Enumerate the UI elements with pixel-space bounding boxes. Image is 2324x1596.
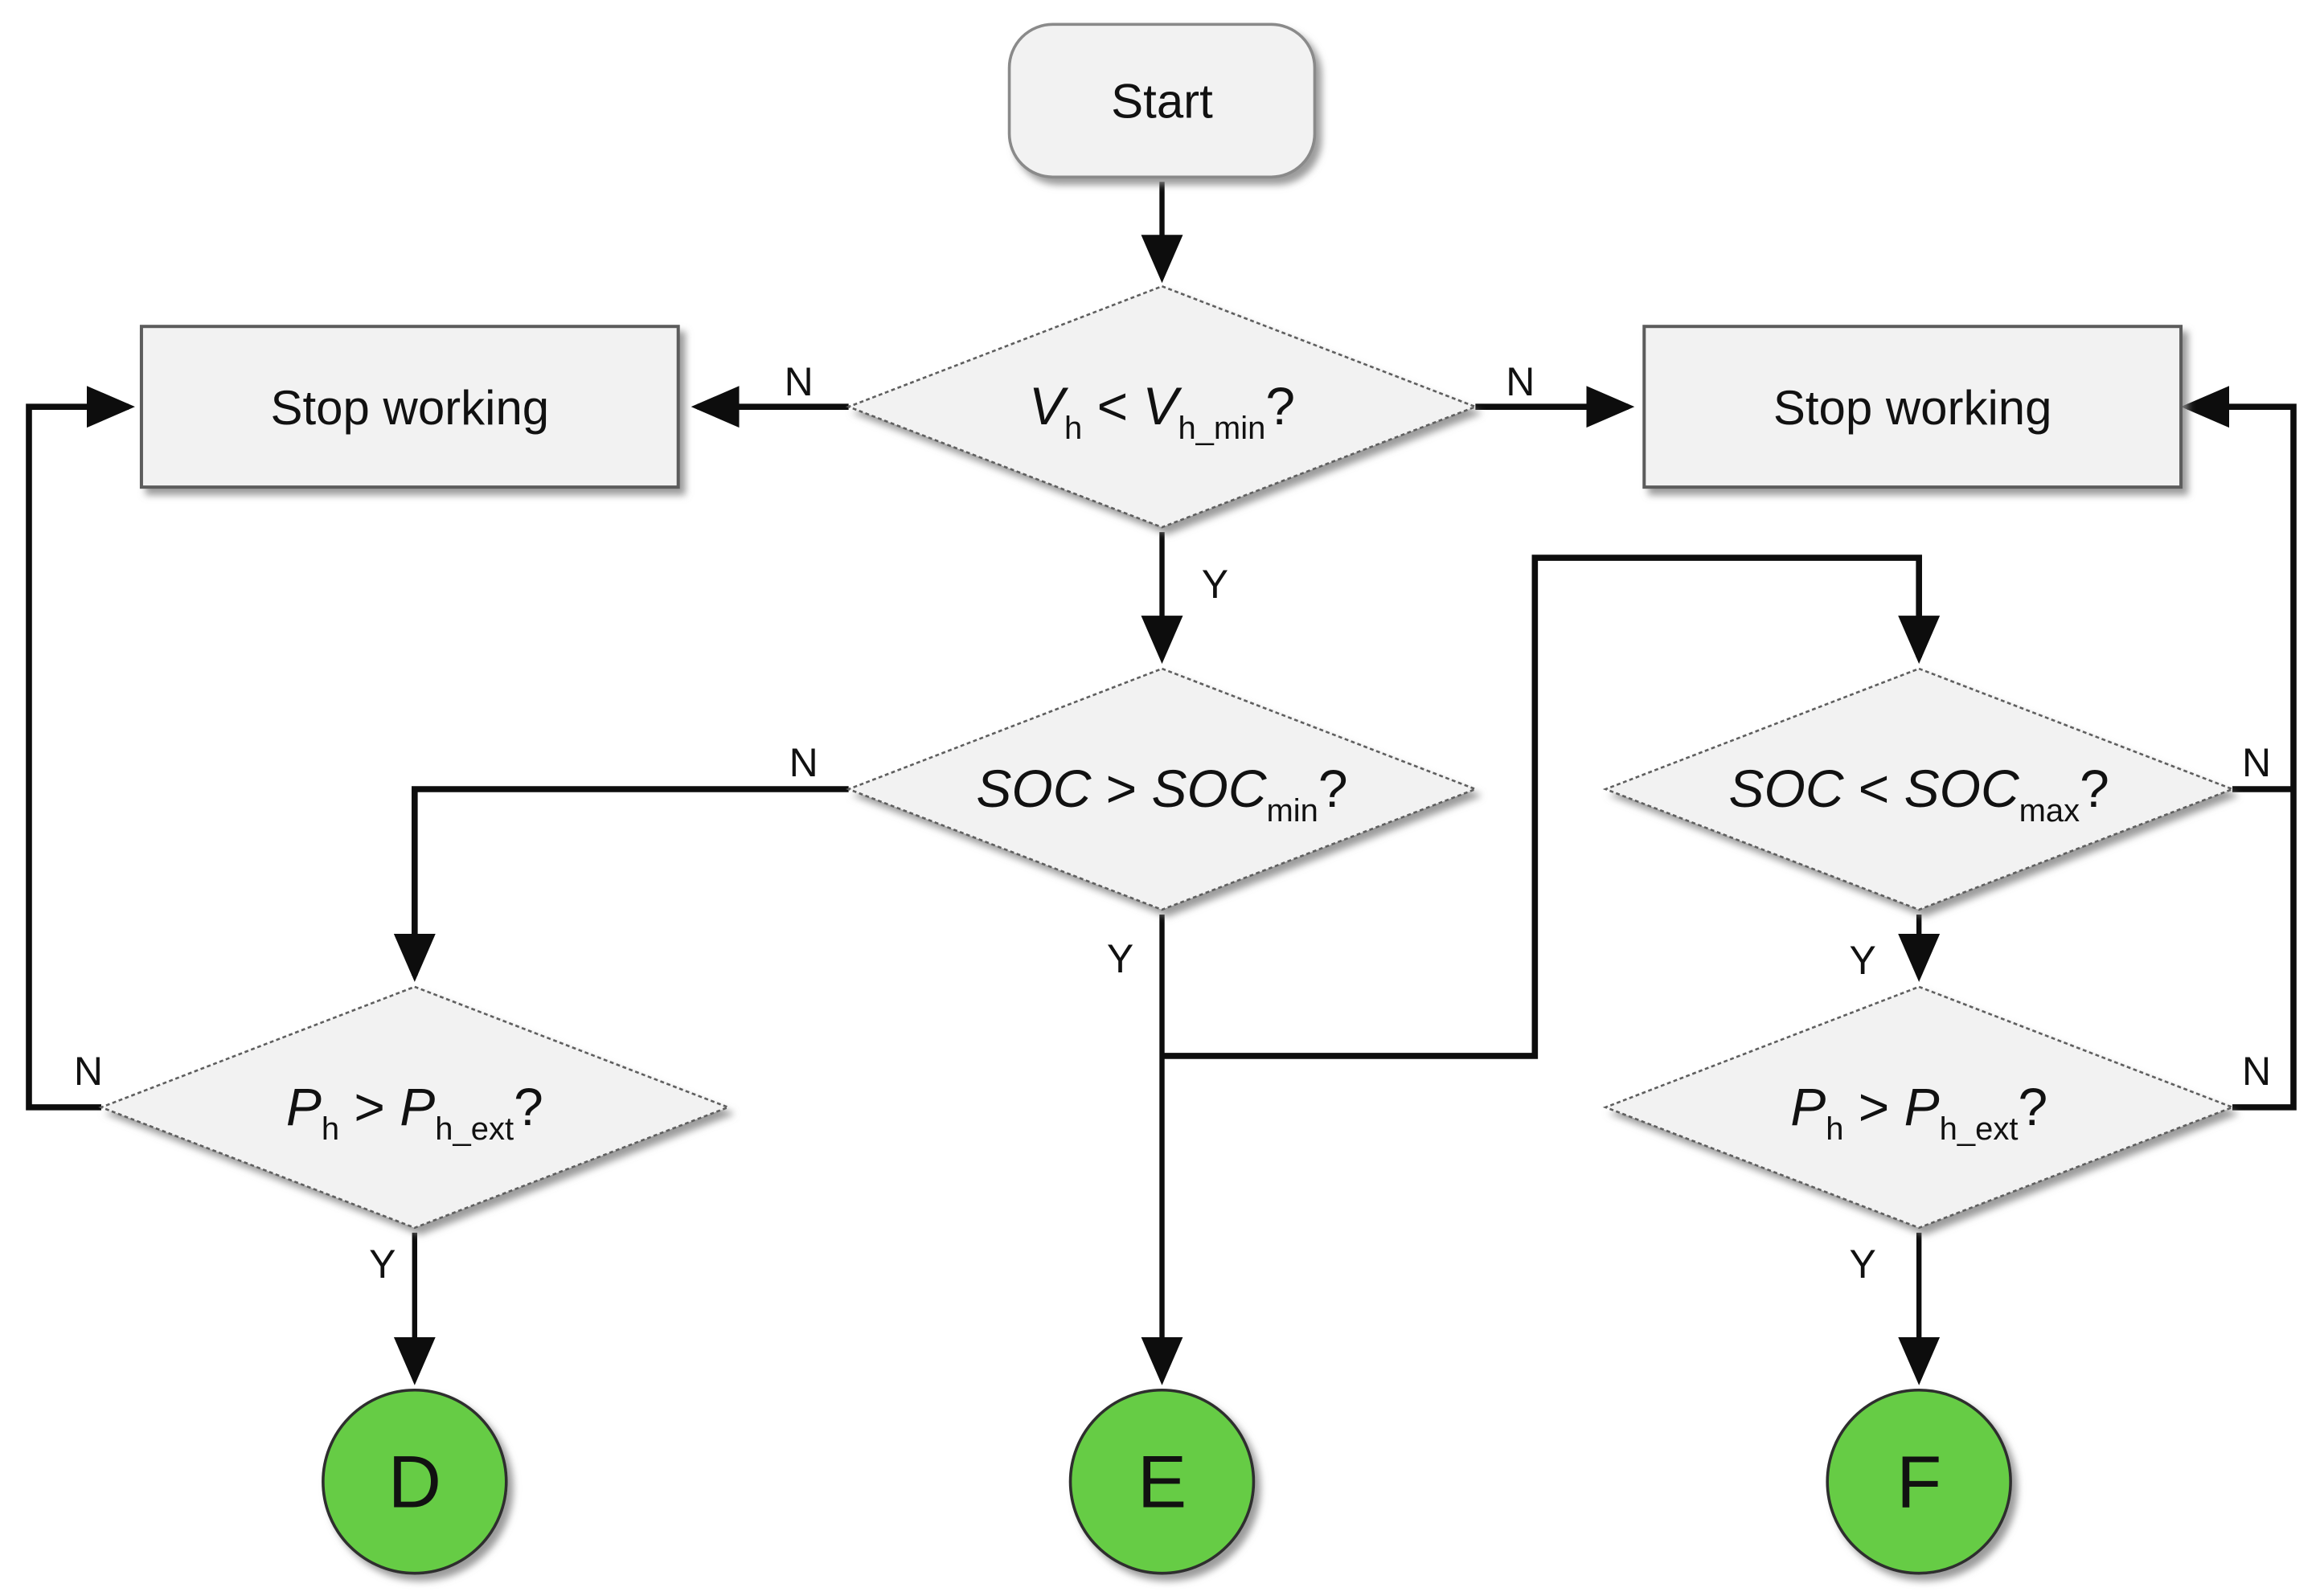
decision-soc-max-shape (1602, 667, 2236, 911)
decision-soc-min-node: SOC > SOCmin? (846, 667, 1478, 911)
stop-left-shape (139, 325, 680, 489)
edge-socmin-no (393, 786, 849, 982)
edge-label-socmin-no: N (789, 740, 818, 785)
start-label: Start (1111, 74, 1213, 128)
edge-right-loop-to-stop (2181, 386, 2297, 1111)
decision-ph-right-node: Ph > Ph_ext? (1602, 985, 2236, 1230)
decision-ph-right-label: Ph > Ph_ext? (1790, 1077, 2047, 1147)
edges (26, 182, 2297, 1385)
decision-vh-shape (846, 284, 1478, 529)
terminal-d-label: D (388, 1442, 441, 1524)
edge-labels: N N Y N Y N Y N Y N Y (74, 359, 2271, 1287)
terminal-d-node: D (322, 1388, 508, 1575)
terminal-e-node: E (1068, 1388, 1256, 1575)
decision-ph-right-shape (1602, 985, 2236, 1230)
edge-label-socmax-no: N (2242, 740, 2271, 785)
edge-branch-to-socmax (1162, 555, 1941, 1059)
decision-ph-left-label: Ph > Ph_ext? (286, 1077, 543, 1147)
decision-ph-left-shape (98, 985, 732, 1230)
terminal-d-shape (322, 1388, 508, 1575)
edge-label-phl-yes: Y (369, 1242, 396, 1287)
edge-label-socmin-yes: Y (1107, 936, 1133, 981)
edge-label-vh-yes: Y (1202, 562, 1228, 607)
terminal-f-shape (1826, 1388, 2012, 1575)
edge-label-phr-no: N (2242, 1049, 2271, 1094)
decision-soc-max-label: SOC < SOCmax? (1729, 759, 2109, 829)
decision-soc-min-shape (846, 667, 1478, 911)
edge-label-socmax-yes: Y (1850, 938, 1876, 983)
edge-left-loop-to-stop (26, 386, 135, 1111)
start-node: Start (1007, 23, 1317, 179)
start-shape (1007, 23, 1317, 179)
decision-soc-min-label: SOC > SOCmin? (976, 759, 1347, 829)
terminal-f-label: F (1896, 1442, 1941, 1524)
terminal-f-node: F (1826, 1388, 2012, 1575)
stop-right-label: Stop working (1773, 381, 2052, 435)
stop-right-shape (1642, 325, 2183, 489)
stop-left-label: Stop working (270, 381, 549, 435)
decision-ph-left-node: Ph > Ph_ext? (98, 985, 732, 1230)
decision-soc-max-node: SOC < SOCmax? (1602, 667, 2236, 911)
stop-working-right-node: Stop working (1642, 325, 2183, 489)
decision-vh-min-node: Vh < Vh_min? (846, 284, 1478, 529)
edge-label-vh-no-right: N (1506, 359, 1535, 404)
terminal-e-shape (1068, 1388, 1256, 1575)
edge-label-phl-no: N (74, 1049, 103, 1094)
edge-label-vh-no-left: N (785, 359, 814, 404)
decision-vh-label: Vh < Vh_min? (1029, 376, 1295, 446)
edge-label-phr-yes: Y (1850, 1242, 1876, 1287)
stop-working-left-node: Stop working (139, 325, 680, 489)
terminal-e-label: E (1137, 1442, 1187, 1524)
